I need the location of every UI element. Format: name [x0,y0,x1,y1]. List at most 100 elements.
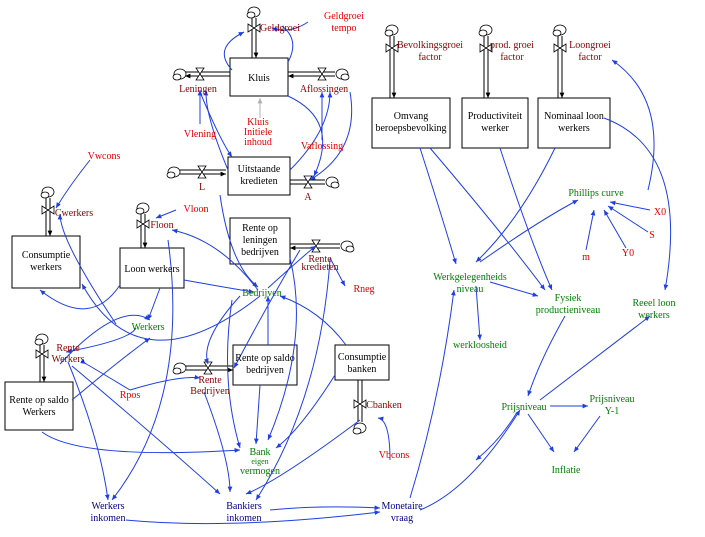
label-prijsniveau-y1-2: Y-1 [605,406,619,417]
label-loongroei-2: factor [578,52,602,63]
label-fysiek-1: Fysiek [555,293,582,304]
cloud-icon [246,6,261,19]
label-vlening: Vlening [184,129,216,140]
label-werkgelegenheid-2: niveau [457,284,484,295]
label-nominaal-2: werkers [558,123,590,134]
valve-icon [41,205,55,215]
label-omvang-2: beroepsbevolking [375,123,446,134]
label-prod-groei-1: prod. groei [490,40,534,51]
stock-rente-saldo-werkers[interactable] [4,381,74,431]
cloud-icon [172,68,187,81]
stock-kluis[interactable] [229,57,289,97]
cloud-icon [34,333,49,346]
label-rente-werkers-2: Werkers [51,354,84,365]
stock-omvang-beroepsbevolking[interactable] [371,97,451,149]
stock-consumptie-werkers[interactable] [11,235,81,289]
stock-uitstaande-kredieten[interactable] [227,156,291,196]
label-prod-groei-2: factor [500,52,524,63]
label-leningen: Leningen [179,84,217,95]
valve-icon [247,23,261,33]
cloud-icon [552,24,567,37]
label-x0: X0 [654,207,666,218]
label-nominaal-1: Nominaal loon [544,111,604,122]
label-prijsniveau-y1-1: Prijsniveau [590,394,635,405]
stock-consumptie-banken[interactable] [334,344,390,381]
label-reeel-1: Reeel loon [632,298,675,309]
label-consumptie-werkers-1: Consumptie [22,250,71,261]
cloud-icon [40,186,55,199]
cloud-icon [172,362,187,375]
label-bank-2: eigen [251,457,268,466]
valve-icon [136,219,150,229]
cloud-icon [335,68,350,81]
label-y0: Y0 [622,248,634,259]
label-monetaire-2: vraag [391,513,413,524]
label-bedrijven: Bedrijven [242,288,281,299]
label-rente-werkers-1: Rente [56,343,80,354]
label-werkloosheid: werkloosheid [453,340,507,351]
cloud-icons [34,6,567,435]
cloud-icon [325,176,340,189]
label-rente-leningen-2: leningen [243,235,277,246]
label-rente-kredieten-2: kredieten [301,262,338,273]
label-consumptie-werkers-2: werkers [30,262,62,273]
label-fysiek-2: productieniveau [536,305,600,316]
label-bevolkingsgroei-1: Bevolkingsgroei [397,40,463,51]
label-monetaire-1: Monetaire [381,501,423,512]
label-inflatie: Inflatie [552,465,581,476]
cloud-icon [384,24,399,37]
info-links [39,21,672,525]
label-kluis-init-3: inhoud [244,137,272,148]
label-m: m [582,252,590,263]
label-phillips-curve: Phillips curve [568,188,624,199]
valve-icon [317,67,327,81]
cloud-icon [135,202,150,215]
label-werkers: Werkers [131,322,164,333]
label-a: A [304,192,312,203]
valve-icon [353,399,367,409]
label-bankiers-inkomen-2: inkomen [227,513,262,524]
label-rneg: Rneg [353,284,374,295]
stock-productiviteit-werker[interactable] [461,97,529,149]
valve-icon [385,43,399,53]
label-werkers-inkomen-1: Werkers [91,501,124,512]
valve-icon [35,349,49,359]
label-geldgroei-tempo-2: tempo [332,23,357,34]
stock-rente-leningen-bedrijven[interactable] [229,217,291,265]
valve-icon [303,175,313,189]
label-productiviteit-2: werker [481,123,509,134]
label-vbcons: Vbcons [379,450,410,461]
label-rente-saldo-werkers-1: Rente op saldo [9,395,68,406]
label-loon-werkers: Loon werkers [124,264,179,275]
label-cbanken: Cbanken [366,400,402,411]
label-consumptie-banken-1: Consumptie [338,352,387,363]
valve-icon [195,67,205,81]
label-s: S [649,230,655,241]
label-geldgroei: Geldgroei [260,23,300,34]
label-l: L [199,182,205,193]
label-kluis-init-2: Initiele [244,127,273,138]
flow-pipes [39,18,565,422]
label-rente-bedrijven-1: Rente [198,375,222,386]
label-rente-saldo-bedrijven-1: Rente op saldo [235,353,294,364]
label-rente-leningen-3: bedrijven [241,247,279,258]
stock-nominaal-loon-werkers[interactable] [537,97,611,149]
label-consumptie-banken-2: banken [348,364,377,375]
valve-icons [35,23,567,409]
labels: Kluis Uitstaande kredieten Consumptie we… [9,11,675,524]
label-rente-saldo-bedrijven-2: bedrijven [246,365,284,376]
label-werkgelegenheid-1: Werkgelegenheids [433,272,507,283]
valve-icon [203,361,213,375]
label-aflossingen: Aflossingen [300,84,348,95]
label-kluis: Kluis [248,73,270,84]
valve-icon [553,43,567,53]
stock-rente-saldo-bedrijven[interactable] [232,344,298,386]
label-cwerkers: Cwerkers [55,208,93,219]
label-prijsniveau: Prijsniveau [502,402,547,413]
label-rente-leningen-1: Rente op [242,223,278,234]
label-reeel-2: werkers [638,310,670,321]
stock-loon-werkers[interactable] [119,247,185,289]
label-uitstaande-1: Uitstaande [238,164,281,175]
label-bank-3: vermogen [240,466,280,477]
